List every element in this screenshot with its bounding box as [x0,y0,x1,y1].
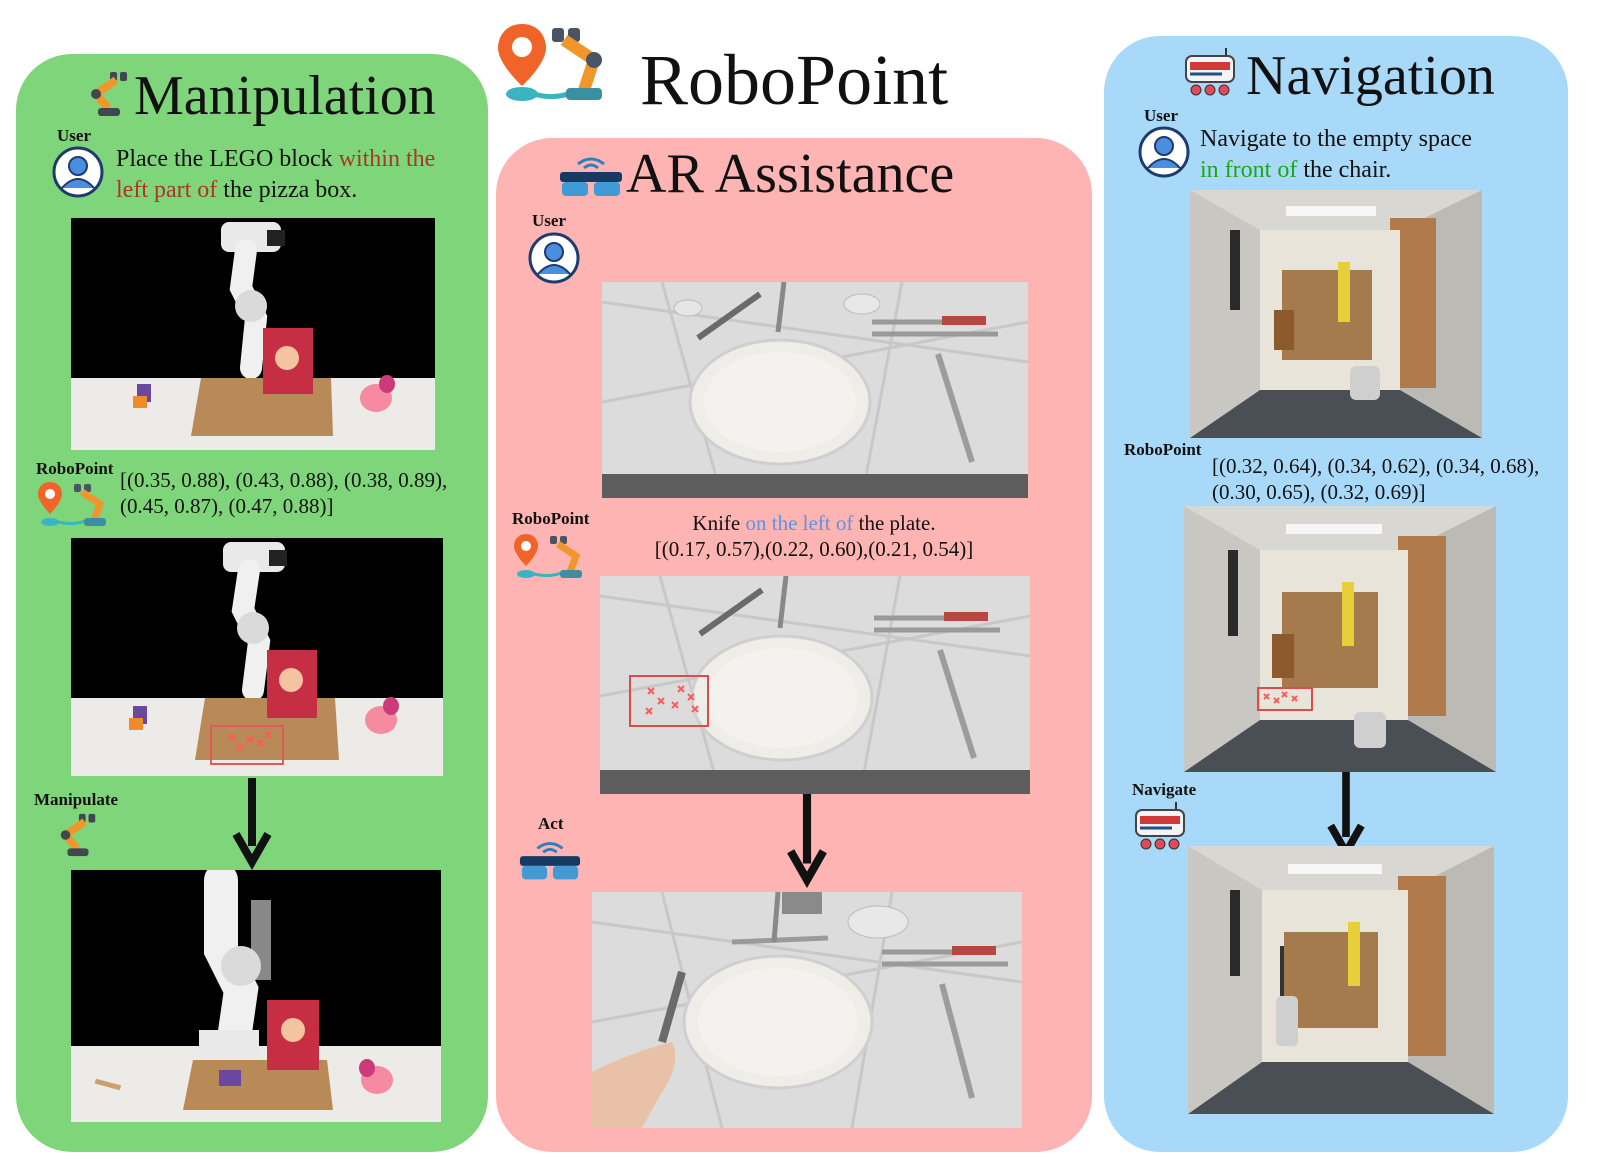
page-title: RoboPoint [640,40,949,120]
ar-robopoint-icon [512,532,588,582]
manipulation-coords: [(0.35, 0.88), (0.43, 0.88), (0.38, 0.89… [120,467,447,519]
manipulation-photo-predicted [71,538,443,776]
ar-caption-highlight: on the left of [745,511,854,535]
navigation-coords-line2: (0.30, 0.65), (0.32, 0.69)] [1212,480,1426,504]
ar-user-label: User [532,211,566,230]
robot-arm-icon [86,70,130,118]
ar-glasses-icon [558,154,624,200]
navigation-photo-hallway [1190,190,1482,438]
ar-user-avatar-icon [528,232,580,284]
navigation-user-avatar-icon [1138,126,1190,178]
manipulation-title: Manipulation [134,65,436,127]
ar-coords: [(0.17, 0.57),(0.22, 0.60),(0.21, 0.54)] [654,537,974,561]
ar-photo-table [602,282,1028,498]
navigation-instruction: Navigate to the empty space in front of … [1200,124,1540,186]
user-avatar-icon [52,146,104,198]
robopoint-logo-icon [494,20,614,110]
manipulate-robot-arm-icon [54,812,100,858]
manipulation-instruction-part1: Place the LEGO block [116,146,339,172]
manipulation-user-label: User [57,126,91,145]
navigation-title: Navigation [1246,45,1495,107]
manipulation-photo-result [71,870,441,1122]
ar-caption: Knife on the left of the plate. [(0.17, … [604,510,1024,562]
navigation-user-label: User [1144,106,1178,125]
delivery-robot-icon [1182,46,1238,100]
manipulation-instruction-part2: the pizza box. [217,177,358,203]
ar-act-label: Act [538,814,564,833]
ar-photo-predicted [600,576,1030,794]
ar-title: AR Assistance [626,143,955,205]
ar-caption-part1: Knife [692,511,746,535]
manipulation-instruction-highlight: within the left part of [116,146,436,203]
navigation-robopoint-label: RoboPoint [1124,440,1202,459]
ar-robopoint-label: RoboPoint [512,509,590,528]
navigation-coords-line1: [(0.32, 0.64), (0.34, 0.62), (0.34, 0.68… [1212,454,1540,478]
navigation-photo-predicted [1184,506,1496,772]
manipulate-label: Manipulate [34,790,119,809]
ar-caption-part2: the plate. [853,511,936,535]
ar-photo-result [592,892,1022,1128]
robopoint-small-icon [36,480,112,530]
manipulation-instruction: Place the LEGO block within the left par… [116,144,446,206]
navigation-coords: [(0.32, 0.64), (0.34, 0.62), (0.34, 0.68… [1212,453,1539,505]
navigation-instruction-part2: the chair. [1297,157,1392,183]
navigation-instruction-highlight: in front of [1200,157,1298,183]
manipulation-coords-line2: (0.45, 0.87), (0.47, 0.88)] [120,494,334,518]
act-ar-glasses-icon [518,838,582,884]
manipulation-photo-initial [71,218,435,450]
manipulation-robopoint-label: RoboPoint [36,459,114,478]
navigation-photo-result [1188,846,1494,1114]
navigate-delivery-robot-icon [1132,800,1188,854]
manipulation-coords-line1: [(0.35, 0.88), (0.43, 0.88), (0.38, 0.89… [120,468,448,492]
navigate-label: Navigate [1132,780,1197,799]
ar-down-arrow-icon [786,794,828,889]
navigation-instruction-line1: Navigate to the empty space [1200,126,1472,152]
manipulation-down-arrow-icon [232,778,272,871]
